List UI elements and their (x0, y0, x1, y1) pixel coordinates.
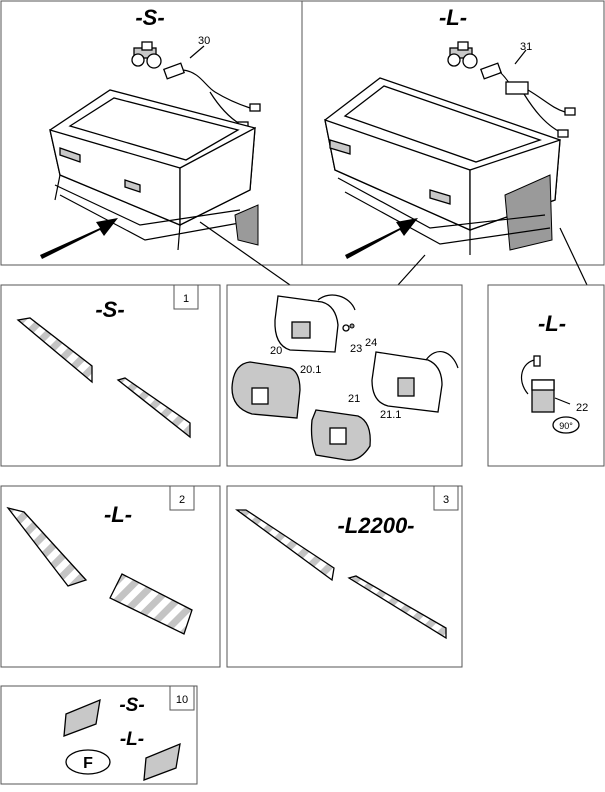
top-panel-l: -L- 31 (301, 0, 605, 266)
light-lens-21-1 (310, 409, 371, 461)
part-label-21: 21 (348, 393, 360, 405)
rear-light-20 (274, 294, 356, 353)
part-label-20-1: 20.1 (300, 364, 321, 376)
panel-10-title-s: -S- (119, 695, 144, 716)
panel-3-number: 3 (443, 494, 449, 506)
spreader-frame-l (324, 77, 561, 255)
panel-2: 2 -L- (0, 485, 221, 668)
panel-3-title: -L2200- (337, 513, 414, 538)
part-label-23: 23 (350, 343, 362, 355)
leader-line (199, 221, 291, 286)
switch-box-22 (520, 355, 555, 413)
country-badge-label: F (83, 755, 93, 772)
rotation-label: 90° (559, 421, 573, 431)
tractor-icon (447, 41, 478, 69)
arrow-l (345, 218, 418, 259)
panel-2-number: 2 (179, 494, 185, 506)
reflector-left (6, 506, 88, 587)
panel-10-title-l: -L- (120, 729, 144, 750)
panel-1-number: 1 (183, 293, 189, 305)
part-label-24: 24 (365, 337, 377, 349)
part-label-21-1: 21.1 (380, 409, 401, 421)
part-label-20: 20 (270, 345, 282, 357)
top-panel-l-title: -L- (439, 5, 467, 30)
reflector-left (16, 317, 93, 384)
part-label-31: 31 (520, 41, 532, 53)
country-badge (65, 749, 111, 775)
reflector-plate-l (143, 742, 181, 781)
panel-lights: 20 23 24 20.1 21 21.1 (226, 284, 463, 467)
panel-2-title: -L- (104, 502, 132, 527)
rotation-badge (552, 416, 580, 434)
cable-31 (479, 49, 576, 138)
spreader-frame-s (49, 89, 259, 251)
panel-3: 3 -L2200- (226, 485, 463, 668)
reflector-right (109, 573, 193, 635)
panel-switch-title: -L- (538, 311, 566, 336)
panel-switch: -L- 22 90° (487, 284, 605, 467)
panel-1: 1 -S- (0, 284, 221, 467)
leader-line (559, 227, 588, 286)
arrow-s (40, 218, 118, 259)
panel-10-number: 10 (176, 694, 188, 706)
tractor-icon (131, 41, 162, 69)
top-panel-s: -S- 30 (0, 0, 303, 266)
reflector-right (116, 377, 191, 439)
part-label-30: 30 (198, 35, 210, 47)
panel-1-title: -S- (95, 297, 124, 322)
panel-10: 10 -S- -L- F (0, 685, 198, 785)
part-label-22: 22 (576, 402, 588, 414)
leader-line (397, 254, 426, 286)
washer-23-24 (342, 323, 355, 332)
reflector-left (235, 509, 335, 582)
reflector-plate-s (63, 698, 101, 737)
leader-22 (554, 397, 571, 405)
light-lens-20-1 (231, 361, 301, 419)
rear-light-21 (371, 351, 459, 413)
reflector-right (347, 575, 447, 640)
top-panel-s-title: -S- (135, 5, 164, 30)
